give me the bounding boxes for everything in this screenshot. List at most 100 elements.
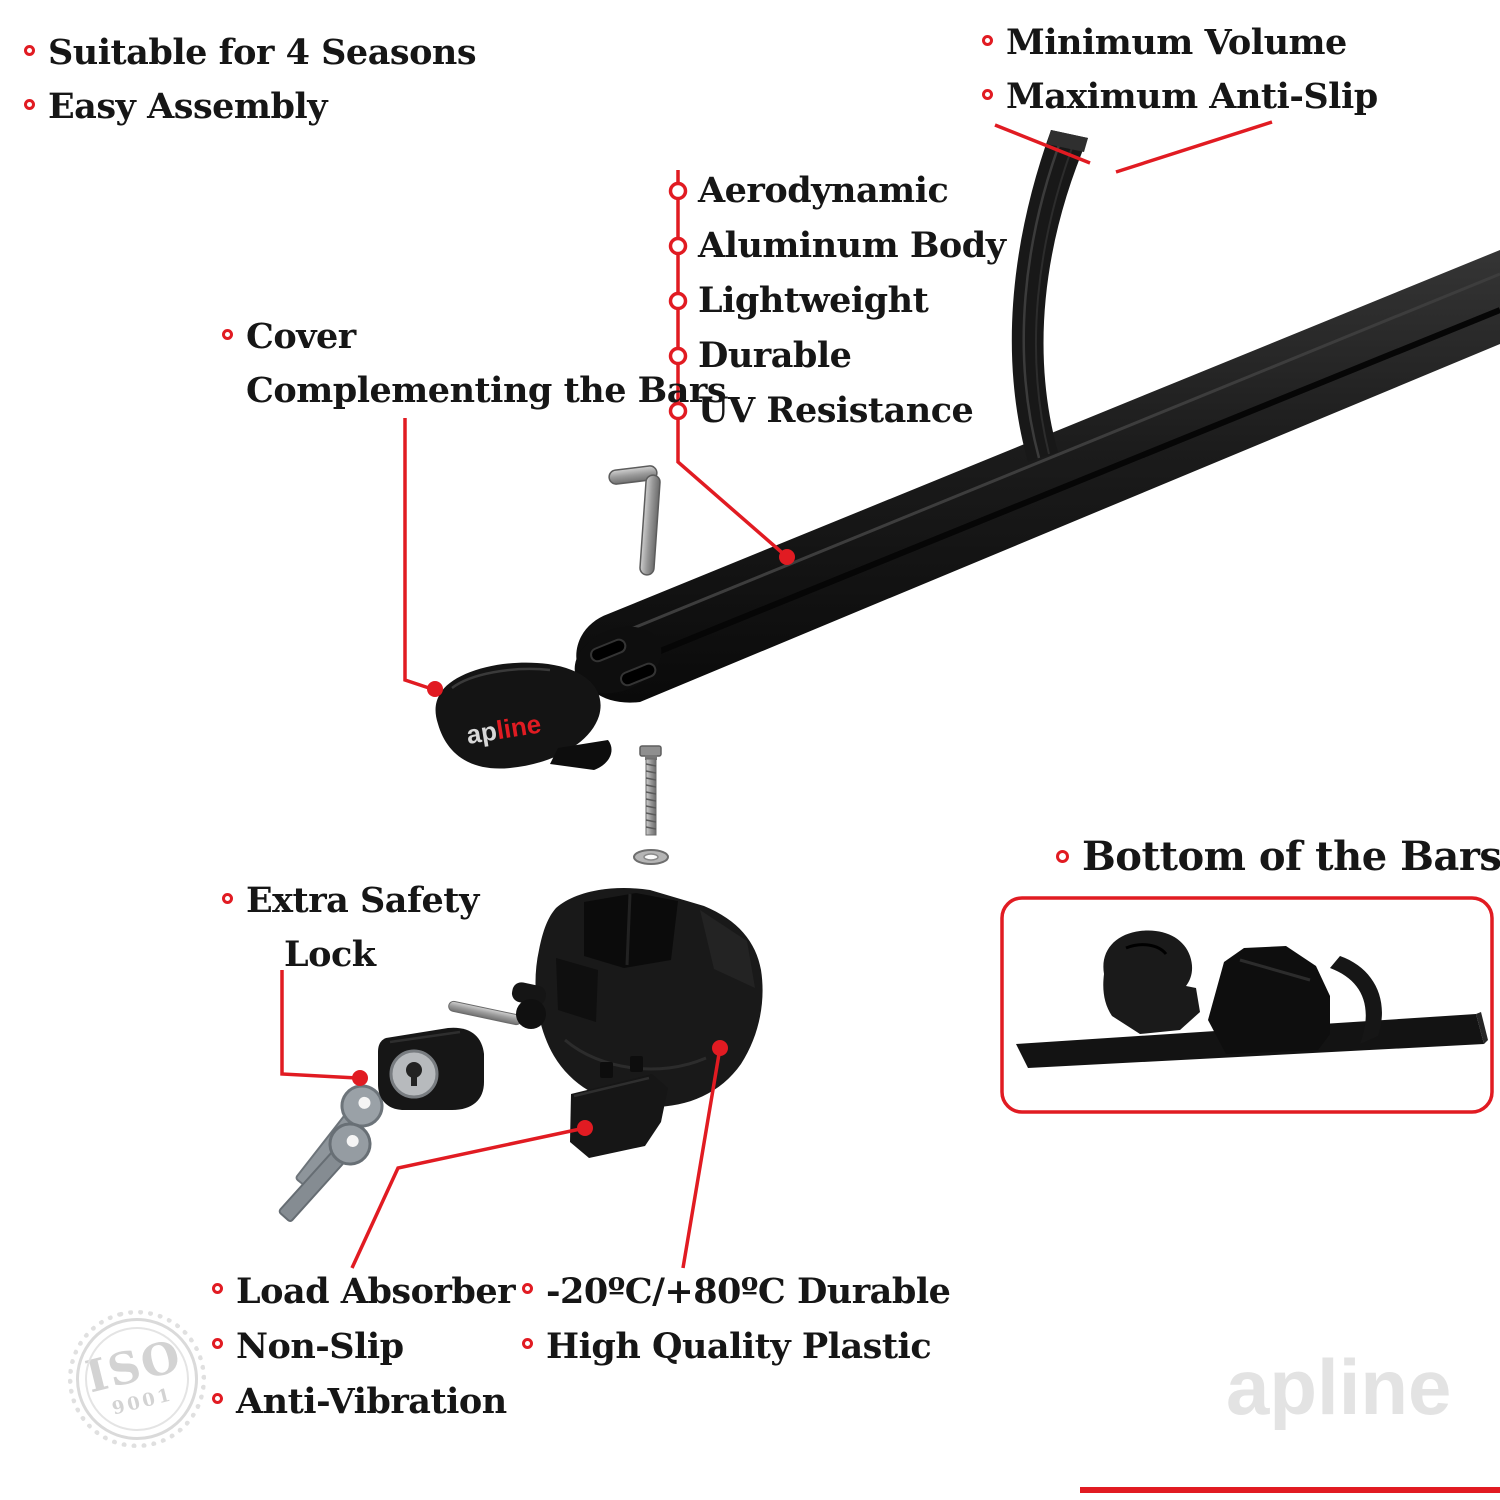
lock-bevel <box>389 1030 461 1044</box>
cross-bar-end-slot <box>590 638 627 663</box>
feature-label: Extra Safety <box>246 880 479 921</box>
keys-icon <box>278 1084 384 1222</box>
bar-cover-part: apline <box>435 662 612 770</box>
feature-item: Easy Assembly <box>24 80 476 134</box>
feature-label: Minimum Volume <box>1006 22 1347 63</box>
foot-channel <box>584 893 678 968</box>
feature-label: Aluminum Body <box>698 225 1006 266</box>
bullet-icon <box>212 1338 223 1349</box>
bullet-icon <box>1056 850 1069 863</box>
keyhole-slot <box>411 1070 417 1086</box>
feature-label: Load Absorber <box>236 1271 516 1312</box>
cross-bar-highlight <box>613 272 1500 638</box>
detail-claw-shade <box>1125 943 1168 956</box>
feature-item: Non-Slip <box>212 1319 515 1374</box>
feature-item: Maximum Anti-Slip <box>982 70 1378 124</box>
bullet-icon <box>522 1283 533 1294</box>
cross-bar-groove <box>646 307 1500 659</box>
feature-item: Lock <box>222 928 479 982</box>
bottom-of-bars-detail <box>1016 930 1488 1068</box>
cover-brand-text: apline <box>464 709 543 750</box>
cross-bar <box>574 250 1500 703</box>
feature-item: Aluminum Body <box>698 218 1006 273</box>
rubber-strip-line <box>1034 136 1077 455</box>
feature-label: UV Resistance <box>698 390 974 431</box>
bullet-icon <box>212 1283 223 1294</box>
bullet-icon <box>222 329 233 340</box>
foot-notch <box>556 958 598 1022</box>
feature-item: Minimum Volume <box>982 16 1378 70</box>
mounting-foot-part <box>535 888 763 1108</box>
feature-label: Aerodynamic <box>698 170 949 211</box>
feature-label: Complementing the Bars <box>246 370 727 411</box>
lock-knob-cap <box>511 982 547 1006</box>
load-absorber-part <box>570 1056 668 1158</box>
cover-fin <box>550 740 612 770</box>
feature-label: High Quality Plastic <box>546 1326 932 1367</box>
bullet-icon <box>982 89 993 100</box>
safety-lock-part <box>378 982 547 1110</box>
feature-label: Lightweight <box>698 280 929 321</box>
bullet-icon <box>212 1393 223 1404</box>
feature-label: Lock <box>284 934 376 975</box>
pad-body <box>570 1074 668 1158</box>
detail-strip <box>1330 956 1382 1044</box>
callout-bar-features <box>676 170 789 559</box>
foot-channel-divider <box>625 893 632 966</box>
allen-key-icon <box>608 465 661 576</box>
lock-knob <box>516 999 546 1029</box>
bullet-icon <box>222 893 233 904</box>
feature-label: Cover <box>246 316 356 357</box>
callout-lines <box>280 120 1273 1269</box>
bottom-center-feature-list: -20ºC/+80ºC Durable High Quality Plastic <box>522 1264 951 1374</box>
callout-dots <box>352 549 795 1136</box>
feature-label: Bottom of the Bars <box>1082 833 1500 880</box>
iso-stamp-subtitle: 9001 <box>110 1384 176 1420</box>
bottom-left-feature-list: Load Absorber Non-Slip Anti-Vibration <box>212 1264 516 1429</box>
washer-icon <box>633 849 669 865</box>
feature-item: Load Absorber <box>212 1264 516 1319</box>
feature-item: -20ºC/+80ºC Durable <box>522 1264 951 1319</box>
feature-line-circles <box>668 181 688 421</box>
feature-label: Maximum Anti-Slip <box>1006 76 1378 117</box>
feature-label: Non-Slip <box>236 1326 404 1367</box>
top-left-feature-list: Suitable for 4 Seasons Easy Assembly <box>24 26 477 134</box>
cover-callout-label: Cover Complementing the Bars <box>222 310 727 418</box>
feature-item: Lightweight <box>698 273 1006 328</box>
cover-highlight <box>451 667 551 689</box>
pad-edge <box>573 1076 650 1098</box>
feature-label: -20ºC/+80ºC Durable <box>546 1271 951 1312</box>
feature-item: Anti-Vibration <box>212 1374 515 1429</box>
callout-lock <box>280 970 358 1080</box>
feature-item: Durable <box>698 328 1006 383</box>
feature-item: Bottom of the Bars <box>1056 828 1500 886</box>
bar-feature-list: Aerodynamic Aluminum Body Lightweight Du… <box>698 163 1006 438</box>
foot-flange <box>700 910 755 988</box>
callout-anti-slip <box>1115 120 1273 174</box>
rubber-strip-line <box>1022 133 1065 459</box>
feature-label: Durable <box>698 335 852 376</box>
cross-bar-end-slot <box>620 662 657 687</box>
bolt-icon <box>639 745 662 836</box>
bottom-of-bars-box <box>1000 896 1494 1114</box>
feature-label: Easy Assembly <box>48 86 328 127</box>
detail-bar-end <box>1476 1012 1488 1044</box>
bullet-icon <box>522 1338 533 1349</box>
bullet-icon <box>24 45 35 56</box>
feature-label: Suitable for 4 Seasons <box>48 32 477 73</box>
iso-stamp-title: ISO <box>80 1330 188 1404</box>
detail-bracket <box>1208 946 1330 1054</box>
brand-watermark: apline <box>1226 1343 1452 1431</box>
detail-claw <box>1103 930 1200 1034</box>
detail-bracket-highlight <box>1239 958 1311 982</box>
bullet-icon <box>982 35 993 46</box>
callout-minimum-volume <box>994 123 1091 165</box>
feature-item: UV Resistance <box>698 383 1006 438</box>
feature-item: Extra Safety <box>222 874 479 928</box>
feature-item: Complementing the Bars <box>222 364 727 418</box>
rubber-strip-cut-end <box>1047 130 1088 152</box>
lock-callout-label: Extra Safety Lock <box>222 874 479 982</box>
top-right-feature-list: Minimum Volume Maximum Anti-Slip <box>982 16 1378 124</box>
